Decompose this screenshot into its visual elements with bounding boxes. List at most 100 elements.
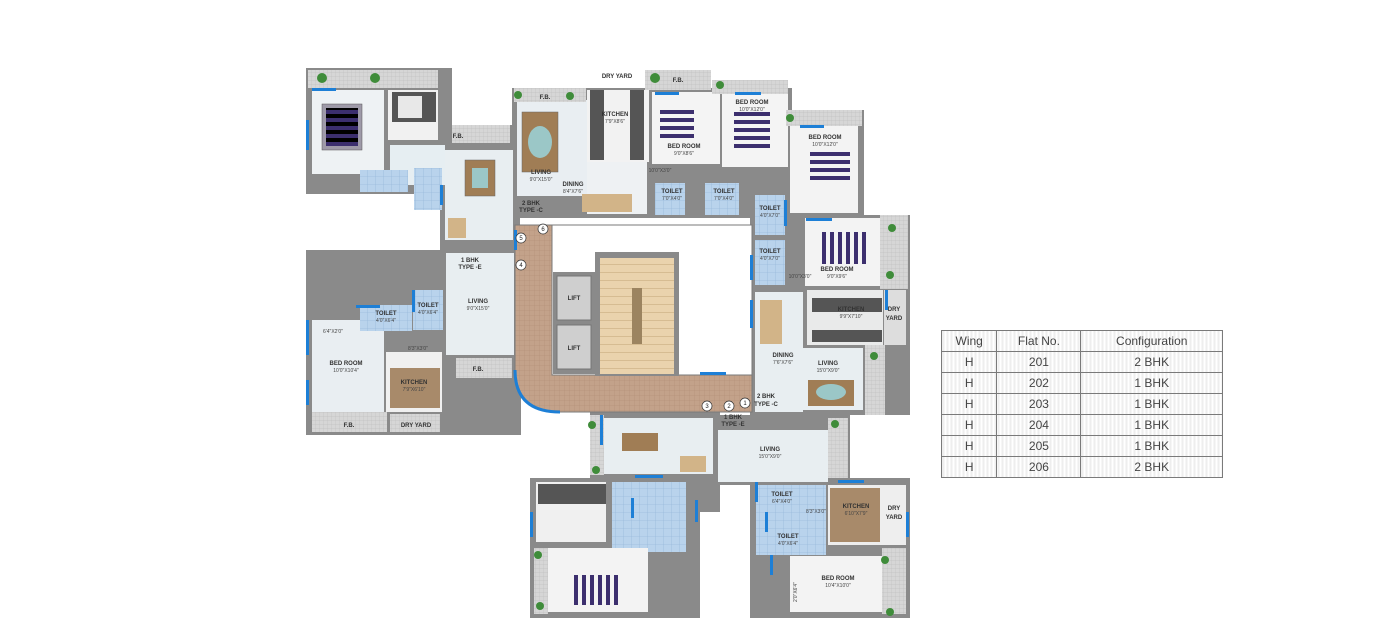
svg-text:5: 5 xyxy=(519,236,523,242)
room-dim: 7'0"X4'0" xyxy=(714,196,734,202)
cell-configuration: 2 BHK xyxy=(1080,351,1223,373)
flat-type: 1 BHK xyxy=(461,258,480,264)
flat-type: TYPE -E xyxy=(721,422,744,428)
room-label: KITCHEN xyxy=(602,112,629,118)
cell-flat-no: 204 xyxy=(996,414,1082,436)
room-label: TOILET xyxy=(777,534,799,540)
svg-text:4: 4 xyxy=(519,263,523,269)
room-dim: 2'0"X6'4" xyxy=(793,582,799,602)
room-label: DRY YARD xyxy=(602,74,633,80)
room-label: BED ROOM xyxy=(821,267,854,273)
flat-type: 2 BHK xyxy=(757,394,776,400)
room-dim: 10'0"X3'0" xyxy=(789,274,812,280)
room-label: F.B. xyxy=(673,78,684,84)
flat-type: TYPE -C xyxy=(519,208,543,214)
cell-flat-no: 202 xyxy=(996,372,1082,394)
cell-flat-no: 205 xyxy=(996,435,1082,457)
cell-wing: H xyxy=(940,414,998,436)
flat-marker-2: 2 xyxy=(723,400,735,412)
room-label: DRY xyxy=(888,307,900,313)
room-dim: 10'4"X10'0" xyxy=(825,583,851,589)
cell-configuration: 1 BHK xyxy=(1080,414,1223,436)
flat-marker-5: 5 xyxy=(515,232,527,244)
room-dim: 9'0"X9'6" xyxy=(827,274,847,280)
room-label: TOILET xyxy=(713,189,735,195)
room-label: LIVING xyxy=(531,170,551,176)
room-dim: 10'0"X12'0" xyxy=(812,142,838,148)
room-label: TOILET xyxy=(375,311,397,317)
svg-text:6: 6 xyxy=(541,227,545,233)
balconies xyxy=(308,70,908,614)
room-dim: 6'10"X7'9" xyxy=(845,511,868,517)
room-dim: 9'9"X7'10" xyxy=(840,314,863,320)
room-dim: 4'0"X7'0" xyxy=(760,256,780,262)
room-label: KITCHEN xyxy=(401,380,428,386)
lift-label: LIFT xyxy=(568,346,581,352)
room-dim: 4'0"X6'4" xyxy=(778,541,798,547)
room-dim: 4'0"X6'4" xyxy=(418,310,438,316)
svg-text:2: 2 xyxy=(727,404,731,410)
cell-wing: H xyxy=(940,456,998,478)
furniture xyxy=(317,73,896,616)
room-label: YARD xyxy=(886,515,903,521)
room-labels: DRY YARD F.B. F.B. F.B. KITCHEN 7'9"X8'6… xyxy=(323,74,903,602)
flat-type: TYPE -C xyxy=(754,402,778,408)
cell-configuration: 1 BHK xyxy=(1080,393,1223,415)
room-dim: 10'0"X10'4" xyxy=(333,368,359,374)
room-dim: 7'9"X6'10" xyxy=(403,387,426,393)
flat-marker-6: 6 xyxy=(537,223,549,235)
room-label: BED ROOM xyxy=(736,100,769,106)
room-label: DINING xyxy=(773,353,794,359)
flat-type: TYPE -E xyxy=(458,265,481,271)
flat-marker-3: 3 xyxy=(701,400,713,412)
room-label: TOILET xyxy=(661,189,683,195)
room-label: TOILET xyxy=(417,303,439,309)
room-label: DINING xyxy=(563,182,584,188)
room-dim: 7'0"X4'0" xyxy=(662,196,682,202)
room-dim: 7'6"X7'6" xyxy=(773,360,793,366)
column-header-flat-no: Flat No. xyxy=(996,330,1082,352)
lift-2 xyxy=(556,324,592,370)
room-label: DRY xyxy=(888,506,900,512)
room-label: LIVING xyxy=(760,447,780,453)
room-label: F.B. xyxy=(540,95,551,101)
column-header-wing: Wing xyxy=(940,330,998,352)
room-dim: 10'0"X3'0" xyxy=(649,168,672,174)
room-dim: 8'3"X3'0" xyxy=(806,509,826,515)
cell-flat-no: 206 xyxy=(996,456,1082,478)
room-label: TOILET xyxy=(771,492,793,498)
lift-label: LIFT xyxy=(568,296,581,302)
room-dim: 4'0"X6'4" xyxy=(376,318,396,324)
cell-configuration: 1 BHK xyxy=(1080,372,1223,394)
room-dim: 7'9"X8'6" xyxy=(605,119,625,125)
cell-flat-no: 201 xyxy=(996,351,1082,373)
room-dim: 9'0"X15'0" xyxy=(467,306,490,312)
room-label: F.B. xyxy=(344,423,355,429)
flat-marker-1: 1 xyxy=(739,397,751,409)
room-label: F.B. xyxy=(473,367,484,373)
room-label: KITCHEN xyxy=(838,307,865,313)
cell-configuration: 2 BHK xyxy=(1080,456,1223,478)
flat-type: 2 BHK xyxy=(522,201,541,207)
cell-flat-no: 203 xyxy=(996,393,1082,415)
cell-configuration: 1 BHK xyxy=(1080,435,1223,457)
room-dim: 9'0"X8'6" xyxy=(674,151,694,157)
table-header-row: Wing Flat No. Configuration xyxy=(940,330,1223,352)
room-label: LIVING xyxy=(468,299,488,305)
room-dim: 8'4"X7'6" xyxy=(563,189,583,195)
flat-markers: 1 2 3 4 5 6 xyxy=(515,223,751,412)
room-label: TOILET xyxy=(759,206,781,212)
svg-text:3: 3 xyxy=(705,404,709,410)
floor-plan: DRY YARD F.B. F.B. F.B. KITCHEN 7'9"X8'6… xyxy=(306,68,910,618)
room-label: TOILET xyxy=(759,249,781,255)
cell-wing: H xyxy=(940,435,998,457)
column-header-configuration: Configuration xyxy=(1080,330,1223,352)
room-dim: 6'4"X2'0" xyxy=(323,329,343,335)
